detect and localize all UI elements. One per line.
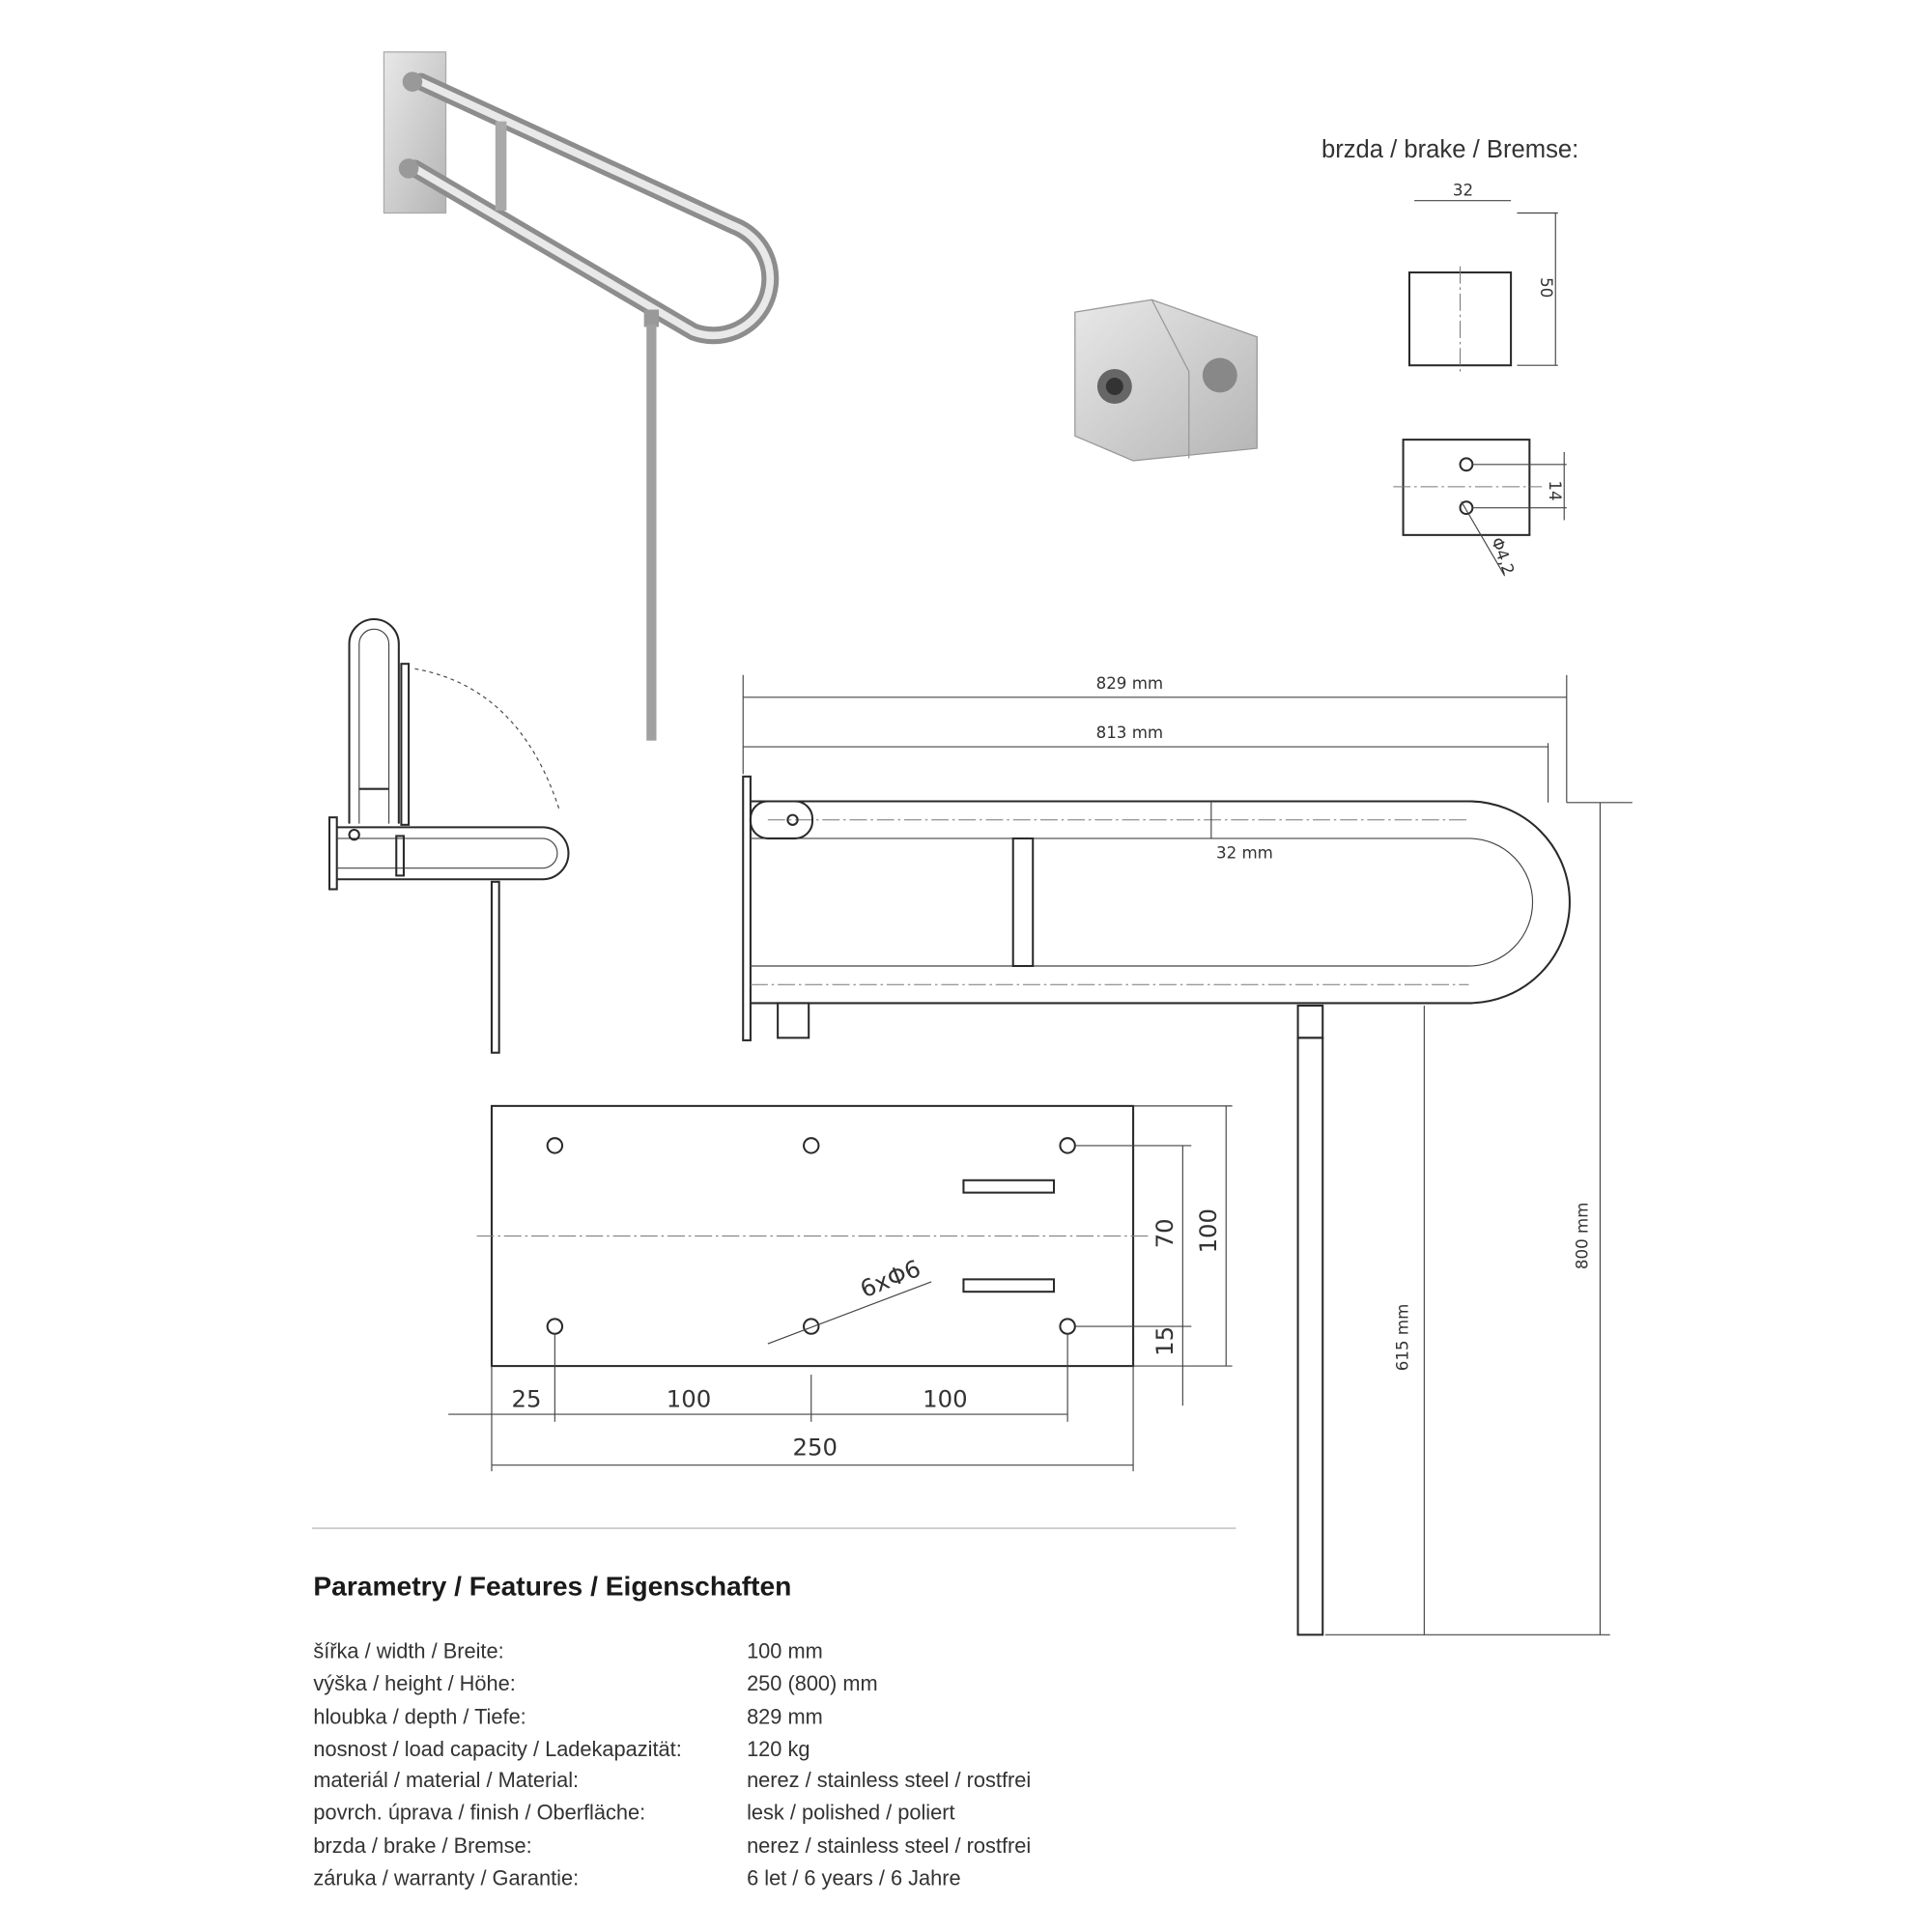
feature-value: 6 let / 6 years / 6 Jahre	[747, 1865, 961, 1889]
dim-250: 250	[793, 1433, 838, 1461]
brake-dim-hole-spacing: 14	[1546, 480, 1564, 500]
dim-total-length: 829 mm	[1096, 674, 1164, 693]
dim-inner-length: 813 mm	[1096, 724, 1164, 742]
features-table: Parametry / Features / Eigenschaften šíř…	[313, 1570, 1031, 1889]
brake-dim-width: 32	[1453, 182, 1473, 200]
brake-title: brzda / brake / Bremse:	[1321, 136, 1578, 163]
dim-15: 15	[1151, 1326, 1179, 1356]
brake-dim-height: 50	[1537, 277, 1555, 298]
feature-value: lesk / polished / poliert	[747, 1800, 955, 1824]
feature-label: brzda / brake / Bremse:	[313, 1833, 531, 1858]
wall-plate-drawing: 6xΦ6 70 100 15 25 100 100 250	[448, 1104, 1233, 1472]
features-title: Parametry / Features / Eigenschaften	[313, 1570, 791, 1601]
feature-label: materiál / material / Material:	[313, 1768, 579, 1792]
holes-label: 6xΦ6	[856, 1254, 924, 1303]
brake-dim-hole: Φ4,2	[1488, 535, 1518, 578]
dim-total-height: 800 mm	[1574, 1203, 1592, 1270]
feature-value: 100 mm	[747, 1639, 823, 1663]
feature-label: hloubka / depth / Tiefe:	[313, 1705, 526, 1729]
dim-100-vertical: 100	[1194, 1208, 1222, 1253]
brake-photo	[1074, 298, 1258, 462]
side-view-drawing: 829 mm 813 mm 32 mm 800 mm 615 mm	[742, 674, 1633, 1636]
grab-bar-photo	[383, 51, 780, 741]
dim-100-b: 100	[923, 1384, 967, 1412]
feature-label: nosnost / load capacity / Ladekapazität:	[313, 1737, 681, 1761]
feature-label: povrch. úprava / finish / Oberfläche:	[313, 1800, 645, 1824]
dim-25: 25	[511, 1384, 541, 1412]
feature-label: výška / height / Höhe:	[313, 1671, 515, 1695]
feature-value: nerez / stainless steel / rostfrei	[747, 1768, 1031, 1792]
dim-70: 70	[1151, 1218, 1179, 1248]
feature-label: šířka / width / Breite:	[313, 1639, 503, 1663]
feature-value: 120 kg	[747, 1737, 810, 1761]
feature-value: 829 mm	[747, 1705, 823, 1729]
folding-view	[328, 618, 570, 1054]
feature-value: 250 (800) mm	[747, 1671, 878, 1695]
brake-drawing: brzda / brake / Bremse: 32 50 14 Φ4,2	[1321, 136, 1578, 578]
feature-label: záruka / warranty / Garantie:	[313, 1865, 579, 1889]
feature-value: nerez / stainless steel / rostfrei	[747, 1833, 1031, 1858]
dim-100-a: 100	[667, 1384, 711, 1412]
dim-tube: 32 mm	[1216, 843, 1273, 862]
dim-leg-height: 615 mm	[1394, 1304, 1412, 1372]
